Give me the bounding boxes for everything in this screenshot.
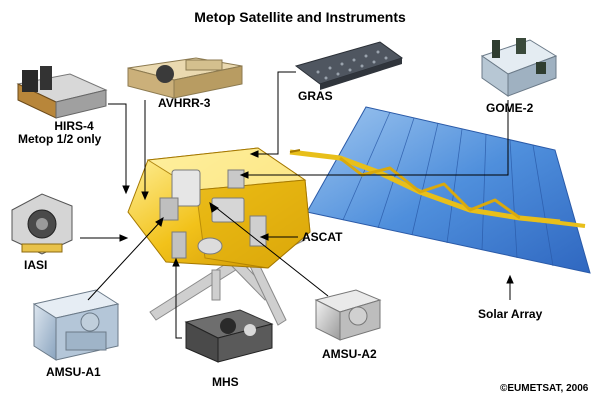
amsu-a1-instrument — [32, 289, 120, 361]
label-avhrr-3: AVHRR-3 — [158, 96, 211, 110]
label-hirs-4: HIRS-4 — [54, 119, 94, 133]
avhrr-3-instrument — [127, 57, 243, 99]
label-solar-array: Solar Array — [478, 307, 543, 321]
label-ascat: ASCAT — [302, 230, 343, 244]
leader-lines — [80, 71, 514, 339]
label-amsu-a1: AMSU-A1 — [46, 365, 101, 379]
label-hirs-4-note: Metop 1/2 only — [18, 132, 102, 146]
gome-2-instrument — [480, 38, 558, 97]
gras-antenna — [294, 41, 404, 90]
label-amsu-a2: AMSU-A2 — [322, 347, 377, 361]
amsu-a2-instrument — [314, 289, 382, 341]
hirs-4-instrument — [16, 66, 108, 119]
label-mhs: MHS — [212, 375, 239, 389]
iasi-instrument — [11, 193, 73, 255]
solar-array-panel — [289, 106, 591, 274]
copyright-notice: ©EUMETSAT, 2006 — [500, 383, 589, 394]
diagram-title: Metop Satellite and Instruments — [194, 9, 406, 25]
label-iasi: IASI — [24, 258, 48, 272]
mhs-instrument — [184, 309, 274, 363]
satellite-body — [127, 147, 311, 269]
label-gras: GRAS — [298, 89, 333, 103]
label-gome-2: GOME-2 — [486, 101, 534, 115]
